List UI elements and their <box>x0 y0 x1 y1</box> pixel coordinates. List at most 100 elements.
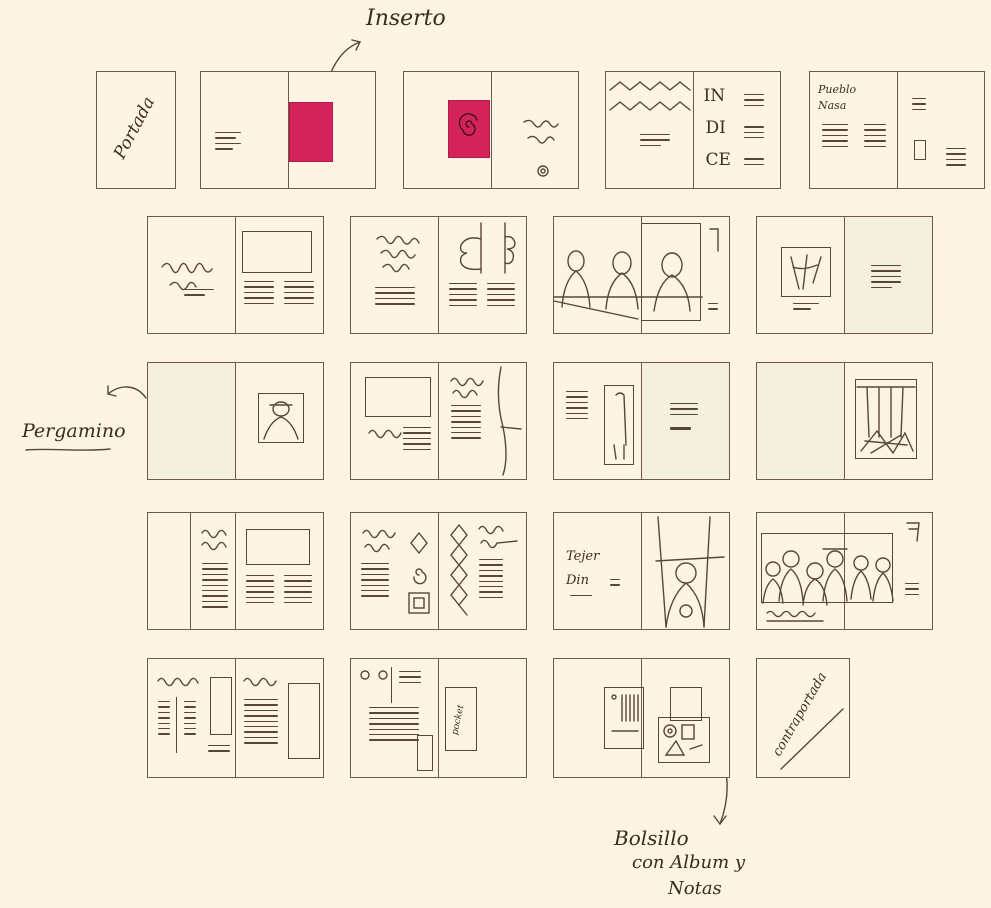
handwriting-scribble <box>522 116 572 146</box>
motif-icons <box>405 531 435 621</box>
spread-left-page <box>606 72 694 188</box>
spread-right-page <box>439 363 526 479</box>
spread-tejer: Tejer Din <box>553 512 730 630</box>
handwriting-scribble <box>375 231 435 281</box>
spread-left-page <box>554 659 642 777</box>
figure-sketch <box>608 391 630 461</box>
spread-right-page <box>845 217 932 333</box>
spread-left-page <box>148 659 236 777</box>
text-lines <box>566 391 588 423</box>
text-lines <box>361 563 389 601</box>
arrow-pergamino-icon <box>100 376 152 416</box>
spread-row2-3 <box>553 216 730 334</box>
spread-pueblo: Pueblo Nasa <box>809 71 985 189</box>
text-lines <box>487 283 515 310</box>
corner-mark <box>905 521 921 543</box>
spread-right-page <box>898 72 985 188</box>
text-lines <box>284 575 312 607</box>
spread-row4-4 <box>756 512 933 630</box>
annotation-bolsillo-line1: Bolsillo <box>614 826 689 850</box>
spread-row4-2 <box>350 512 527 630</box>
bag-contents <box>660 721 708 761</box>
figure-scribble <box>787 253 827 293</box>
pergamino-underline <box>24 446 114 454</box>
spread-left-page <box>757 363 845 479</box>
weaver-sketch <box>646 517 726 627</box>
diamond-chain <box>447 523 471 619</box>
annotation-inserto: Inserto <box>366 6 446 31</box>
handwriting-scribble <box>200 527 232 555</box>
photo-placeholder <box>365 377 431 417</box>
spread-row4-1 <box>147 512 324 630</box>
corner-mark <box>708 227 722 253</box>
text-lines <box>215 132 241 154</box>
spread-right-page <box>845 363 932 479</box>
spread-row2-2 <box>350 216 527 334</box>
spread-left-page <box>351 363 439 479</box>
text-lines <box>946 148 966 170</box>
text-lines <box>905 583 919 599</box>
text-lines <box>479 559 503 602</box>
spread-right-page <box>642 363 729 479</box>
photo-frame <box>554 221 642 325</box>
spread-left-page <box>554 363 642 479</box>
text-lines <box>369 707 419 745</box>
insert-card <box>289 102 333 162</box>
text-lines <box>708 303 718 314</box>
text-lines <box>864 124 886 151</box>
annotation-pergamino: Pergamino <box>22 420 126 442</box>
text-lines <box>451 405 481 443</box>
handwriting-scribble <box>477 523 521 551</box>
spread-left-page <box>554 217 642 333</box>
text-lines <box>184 701 196 739</box>
spiral-icon <box>456 112 482 142</box>
spread-right-page <box>642 513 729 629</box>
handwriting-scribble <box>449 375 493 399</box>
photo-frame <box>641 223 701 321</box>
album-lines <box>608 691 642 747</box>
text-lines <box>912 98 926 114</box>
text-lines <box>184 289 214 300</box>
spread-right-page <box>236 513 323 629</box>
spread-left-page <box>148 513 236 629</box>
page-portada: Portada <box>96 71 176 189</box>
small-photo <box>914 140 926 160</box>
text-lines <box>570 595 592 600</box>
text-lines <box>403 427 431 454</box>
spread-right-page <box>642 659 729 777</box>
annotation-bolsillo-line3: Notas <box>668 878 722 899</box>
text-lines <box>399 671 421 687</box>
text-lines <box>244 699 278 748</box>
index-lines <box>744 94 764 169</box>
spread-left-page: Pueblo Nasa <box>810 72 898 188</box>
hand-photo <box>447 223 517 277</box>
spread-row2-1 <box>147 216 324 334</box>
pueblo-title: Pueblo Nasa <box>818 82 868 114</box>
tall-photo <box>210 677 232 735</box>
bag-handle <box>670 687 702 721</box>
bullet-icons <box>359 669 399 699</box>
spread-row3-2 <box>350 362 527 480</box>
spread-row2-4 <box>756 216 933 334</box>
indice-line-2: DI <box>706 118 726 138</box>
text-lines <box>208 745 230 756</box>
spread-right-page <box>289 72 376 188</box>
spread-left-page <box>201 72 289 188</box>
handwriting-scribble <box>156 673 204 689</box>
spread-left-page <box>404 72 492 188</box>
spread-row3-4 <box>756 362 933 480</box>
spread-red-spiral <box>403 71 579 189</box>
spread-inserto <box>200 71 376 189</box>
contraportada-underline <box>777 703 847 773</box>
text-lines <box>822 124 848 151</box>
text-lines <box>871 265 901 292</box>
spread-right-page <box>492 72 579 188</box>
spread-row5-1 <box>147 658 324 778</box>
spread-left-page: Tejer Din <box>554 513 642 629</box>
spiral-small-icon <box>536 164 550 178</box>
spread-left-page <box>351 513 439 629</box>
spread-right-page: IN DI CE <box>694 72 781 188</box>
scroll-edge <box>497 367 523 477</box>
handwriting-scribble <box>242 673 286 689</box>
